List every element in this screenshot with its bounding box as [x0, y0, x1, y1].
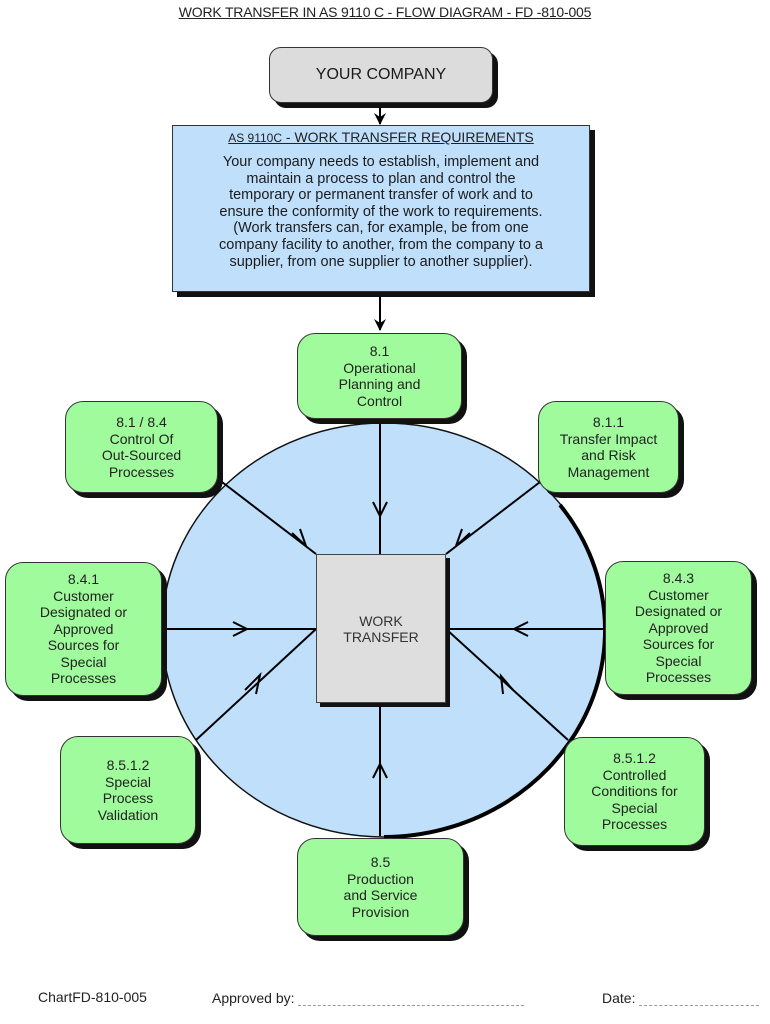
process-clause: 8.4.1 [67, 571, 100, 588]
arrowhead-top [372, 501, 388, 519]
process-clause: 8.5 [370, 854, 391, 870]
process-clause: 8.4.3 [662, 570, 695, 587]
requirements-heading-text: - WORK TRANSFER REQUIREMENTS [282, 129, 534, 145]
spoke-lower-left [195, 628, 317, 741]
arrowheads [232, 501, 529, 779]
process-clause: 8.1.1 [592, 414, 625, 430]
process-box-transfer-impact: 8.1.1 Transfer Impact and Risk Managemen… [538, 401, 679, 493]
process-box-operational-planning: 8.1 Operational Planning and Control [297, 333, 462, 419]
process-clause: 8.5.1.2 [613, 750, 656, 767]
process-label: Customer Designated or Approved Sources … [634, 586, 723, 686]
arrowhead-upper-left [291, 528, 307, 547]
process-clause: 8.1 / 8.4 [116, 414, 167, 430]
process-label: Operational Planning and Control [338, 359, 421, 409]
requirements-heading: AS 9110C - WORK TRANSFER REQUIREMENTS [228, 129, 534, 145]
requirements-box: AS 9110C - WORK TRANSFER REQUIREMENTS Yo… [172, 125, 590, 292]
date-blank[interactable] [639, 989, 760, 1006]
arrowhead-lower-left [244, 671, 262, 695]
process-box-approved-sources-right: 8.4.3 Customer Designated or Approved So… [605, 561, 752, 695]
process-box-production-provision: 8.5 Production and Service Provision [297, 838, 464, 936]
process-label: Customer Designated or Approved Sources … [39, 587, 128, 687]
arrowhead-mid-left [232, 621, 250, 637]
chart-id: ChartFD-810-005 [38, 989, 147, 1005]
approved-by-field: Approved by: [212, 989, 525, 1006]
process-box-controlled-conditions: 8.5.1.2 Controlled Conditions for Specia… [564, 737, 705, 846]
arrowhead-upper-right [455, 528, 471, 547]
process-clause: 8.1 [369, 343, 390, 359]
process-label: Transfer Impact and Risk Management [559, 430, 658, 480]
company-label: YOUR COMPANY [315, 66, 447, 83]
date-label: Date: [602, 990, 636, 1006]
requirements-body: Your company needs to establish, impleme… [219, 154, 543, 270]
process-box-approved-sources-left: 8.4.1 Customer Designated or Approved So… [5, 562, 162, 696]
arrowhead-bottom [372, 761, 388, 779]
date-field: Date: [602, 989, 760, 1006]
process-box-special-process-validation: 8.5.1.2 Special Process Validation [60, 736, 196, 844]
process-label: Controlled Conditions for Special Proces… [591, 766, 678, 833]
arrowhead-mid-right [511, 621, 529, 637]
process-box-outsourced-control: 8.1 / 8.4 Control Of Out-Sourced Process… [65, 401, 218, 493]
process-label: Production and Service Provision [343, 870, 418, 920]
process-label: Special Process Validation [97, 773, 159, 823]
company-box: YOUR COMPANY [269, 47, 493, 103]
process-clause: 8.5.1.2 [106, 757, 150, 773]
diagram-title: WORK TRANSFER IN AS 9110 C - FLOW DIAGRA… [178, 4, 592, 20]
process-label: Control Of Out-Sourced Processes [101, 430, 182, 480]
work-transfer-label: WORK TRANSFER [343, 612, 419, 645]
work-transfer-box: WORK TRANSFER [316, 554, 446, 703]
arrowhead-lower-right [499, 672, 514, 695]
approved-by-blank[interactable] [298, 989, 525, 1006]
approved-by-label: Approved by: [212, 990, 295, 1006]
requirements-standard: AS 9110C [228, 131, 283, 145]
